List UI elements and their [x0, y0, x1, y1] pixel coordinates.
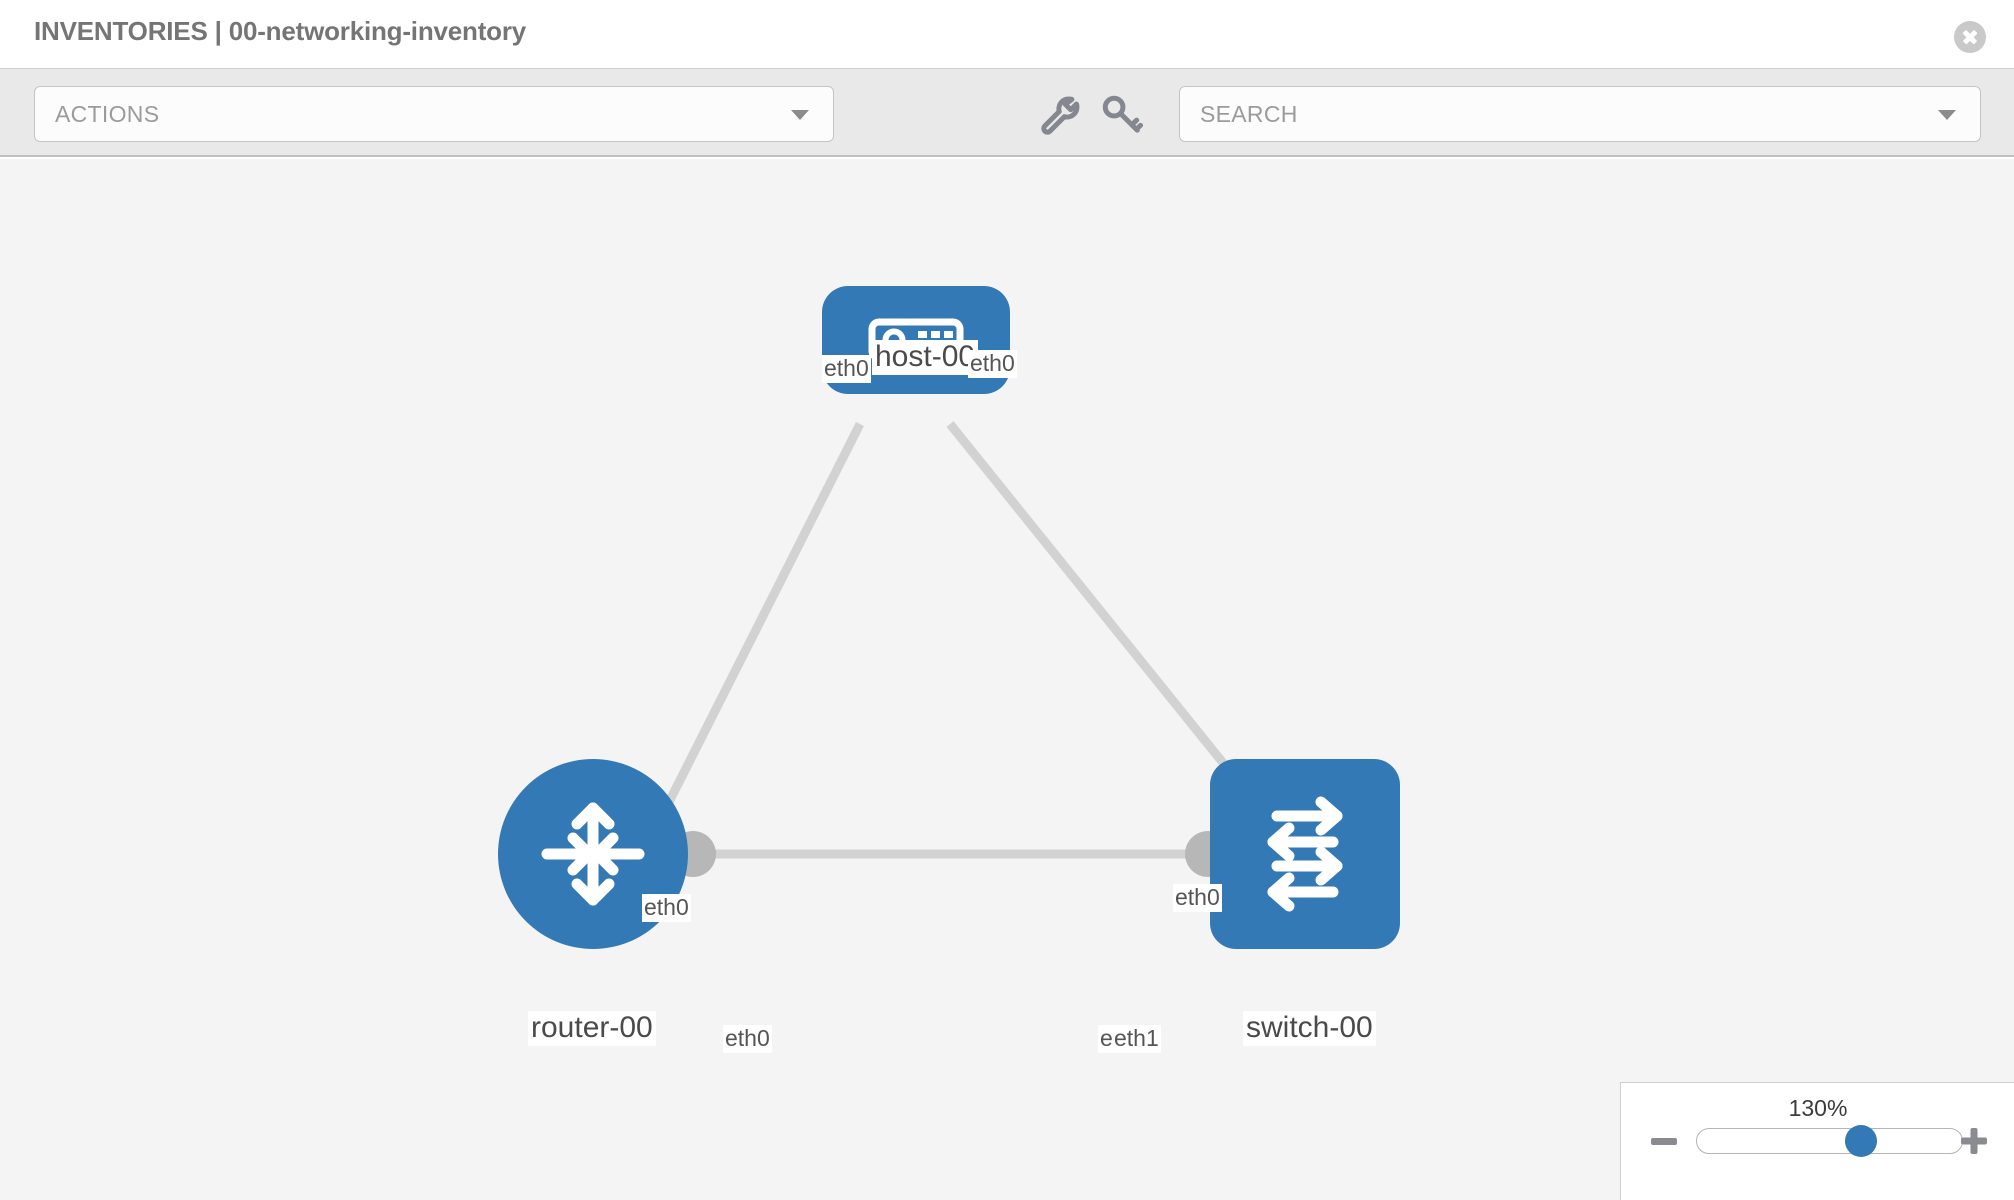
zoom-slider-track[interactable] — [1696, 1125, 1963, 1157]
zoom-level-value: 130% — [1788, 1095, 1848, 1121]
edge-label-host-left: eth0 — [822, 355, 871, 383]
search-placeholder: SEARCH — [1200, 101, 1298, 127]
edge-label-switch-left: eth1 — [1112, 1025, 1161, 1053]
node-switch-00-shape[interactable] — [1210, 759, 1400, 949]
node-switch-00-label: switch-00 — [1243, 1011, 1376, 1046]
toolbar: ACTIONS SEARCH — [0, 68, 2014, 157]
close-icon[interactable] — [1954, 21, 1986, 53]
search-input[interactable]: SEARCH — [1179, 86, 1981, 142]
chevron-down-icon — [791, 110, 809, 120]
edge-label-host-right: eth0 — [968, 350, 1017, 378]
node-switch-00[interactable] — [1210, 759, 1400, 949]
page-header: INVENTORIES | 00-networking-inventory — [0, 0, 2014, 68]
actions-dropdown-label: ACTIONS — [55, 101, 160, 127]
node-router-00-label: router-00 — [528, 1011, 656, 1046]
actions-dropdown[interactable]: ACTIONS — [34, 86, 834, 142]
page-title: INVENTORIES | 00-networking-inventory — [34, 16, 527, 46]
topology-canvas[interactable]: host-00 eth0 eth0 router-00 eth0 eth0 — [0, 159, 2014, 1200]
chevron-down-icon[interactable] — [1938, 110, 1956, 120]
edge-label-router-right: eth0 — [723, 1025, 772, 1053]
edge-label-router-up: eth0 — [642, 894, 691, 922]
zoom-in-button[interactable] — [1960, 1127, 1988, 1155]
zoom-out-button[interactable] — [1651, 1138, 1677, 1145]
zoom-slider-handle[interactable] — [1845, 1125, 1878, 1157]
router-icon — [541, 802, 645, 906]
switch-icon — [1267, 796, 1343, 912]
key-icon[interactable] — [1098, 91, 1144, 137]
node-host-00-label: host-00 — [872, 340, 979, 375]
zoom-control-panel: 130% — [1620, 1082, 2014, 1200]
wrench-icon[interactable] — [1037, 91, 1083, 137]
edge-label-switch-up: eth0 — [1173, 884, 1222, 912]
